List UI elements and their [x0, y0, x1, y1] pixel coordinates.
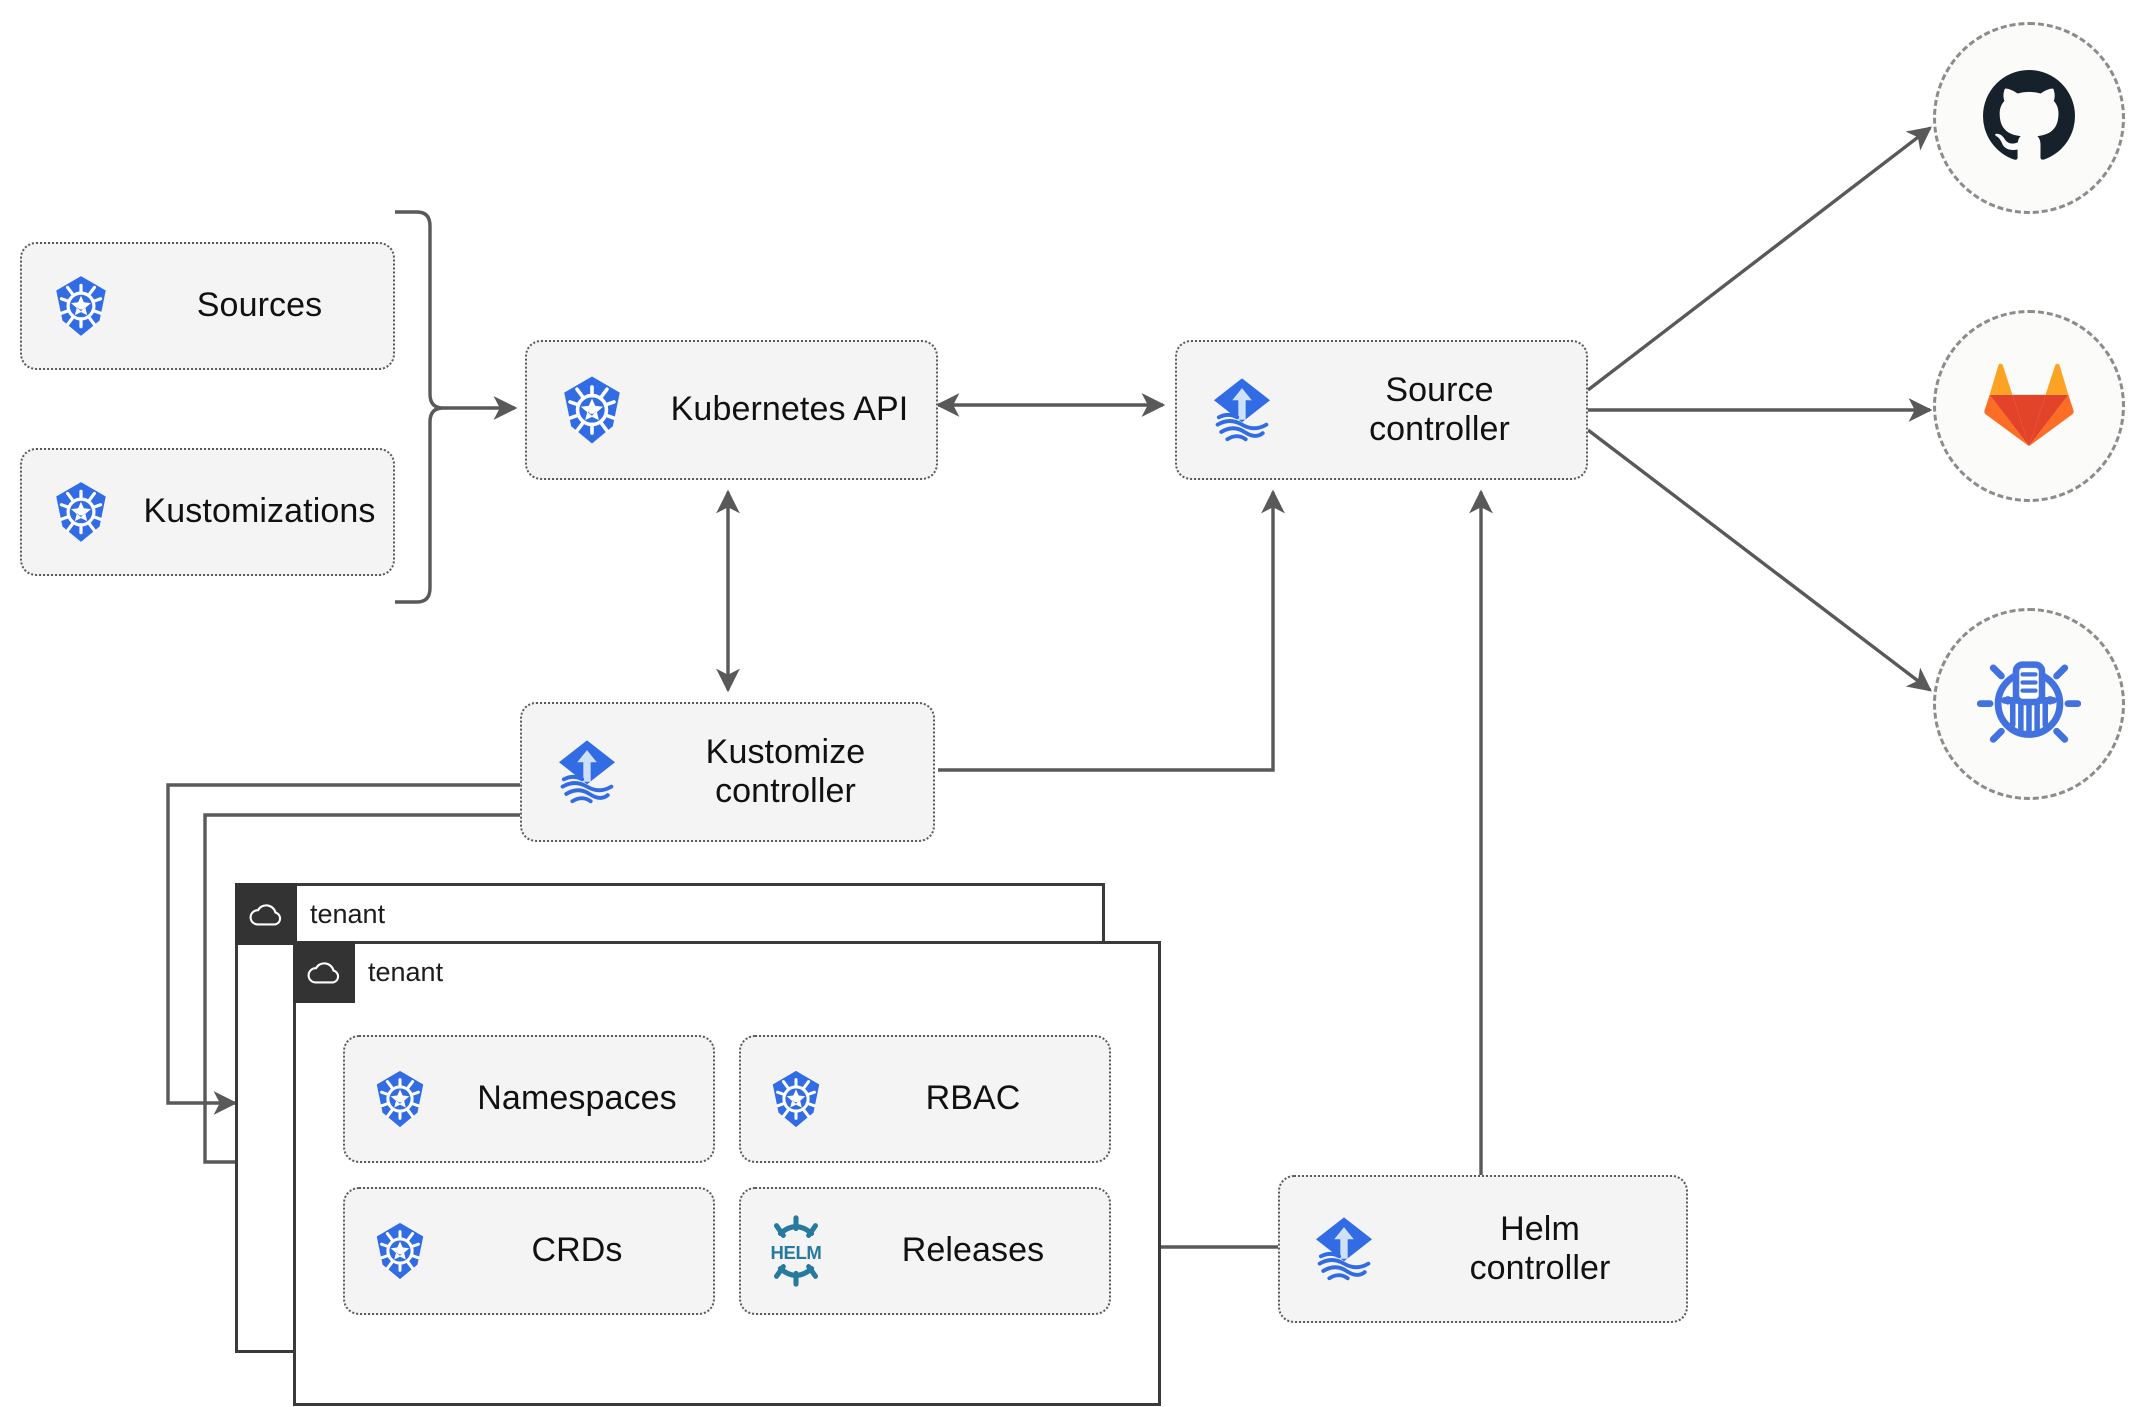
tenant-resource-releases[interactable]: HELM Releases — [739, 1187, 1111, 1315]
tenant-back-label: tenant — [310, 898, 386, 929]
node-source-controller-label: Source controller — [1369, 370, 1510, 448]
tenant-resource-releases-label: Releases — [901, 1231, 1045, 1270]
resource-sources[interactable]: Sources — [20, 242, 395, 370]
kubernetes-icon — [22, 273, 140, 339]
github-icon — [1981, 68, 2077, 169]
kubernetes-icon — [22, 479, 140, 545]
kubernetes-icon — [741, 1068, 851, 1130]
gitlab-icon — [1983, 360, 2075, 453]
tenant-resource-rbac[interactable]: RBAC — [739, 1035, 1111, 1163]
tenant-resource-namespaces-label: Namespaces — [477, 1079, 677, 1118]
helm-icon: HELM — [741, 1212, 851, 1290]
tenant-front-label: tenant — [368, 956, 444, 987]
wire-kustomize-to-source — [938, 489, 1285, 772]
flux-icon — [1177, 371, 1307, 449]
node-helm-controller[interactable]: Helm controller — [1278, 1175, 1688, 1323]
kubernetes-icon — [345, 1068, 455, 1130]
node-kubernetes-api[interactable]: Kubernetes API — [525, 340, 938, 480]
node-kustomize-controller[interactable]: Kustomize controller — [520, 702, 935, 842]
node-kustomize-controller-label: Kustomize controller — [705, 732, 866, 810]
endpoint-github[interactable] — [1933, 22, 2125, 214]
node-helm-controller-label: Helm controller — [1469, 1209, 1611, 1287]
node-kubernetes-api-label: Kubernetes API — [670, 390, 909, 429]
kubernetes-icon — [527, 373, 657, 447]
resource-sources-label: Sources — [196, 286, 323, 325]
flux-icon — [1280, 1210, 1408, 1288]
wire-source-to-helm-repo — [1586, 428, 1932, 692]
svg-text:HELM: HELM — [771, 1242, 822, 1263]
tenant-container-front[interactable]: tenant Namespaces — [293, 941, 1161, 1406]
helm-repository-icon — [1976, 650, 2082, 759]
tenant-resource-crds[interactable]: CRDs — [343, 1187, 715, 1315]
cloud-icon — [293, 941, 355, 1003]
wire-source-to-github — [1586, 126, 1932, 392]
endpoint-helm-repository[interactable] — [1933, 608, 2125, 800]
resource-kustomizations-label: Kustomizations — [143, 492, 376, 531]
tenant-resource-rbac-label: RBAC — [925, 1079, 1021, 1118]
cloud-icon — [235, 883, 297, 945]
flux-icon — [522, 733, 652, 811]
tenant-resource-crds-label: CRDs — [531, 1231, 623, 1270]
node-source-controller[interactable]: Source controller — [1175, 340, 1588, 480]
resources-brace — [395, 210, 444, 604]
tenant-resource-namespaces[interactable]: Namespaces — [343, 1035, 715, 1163]
endpoint-gitlab[interactable] — [1933, 310, 2125, 502]
resource-kustomizations[interactable]: Kustomizations — [20, 448, 395, 576]
kubernetes-icon — [345, 1220, 455, 1282]
